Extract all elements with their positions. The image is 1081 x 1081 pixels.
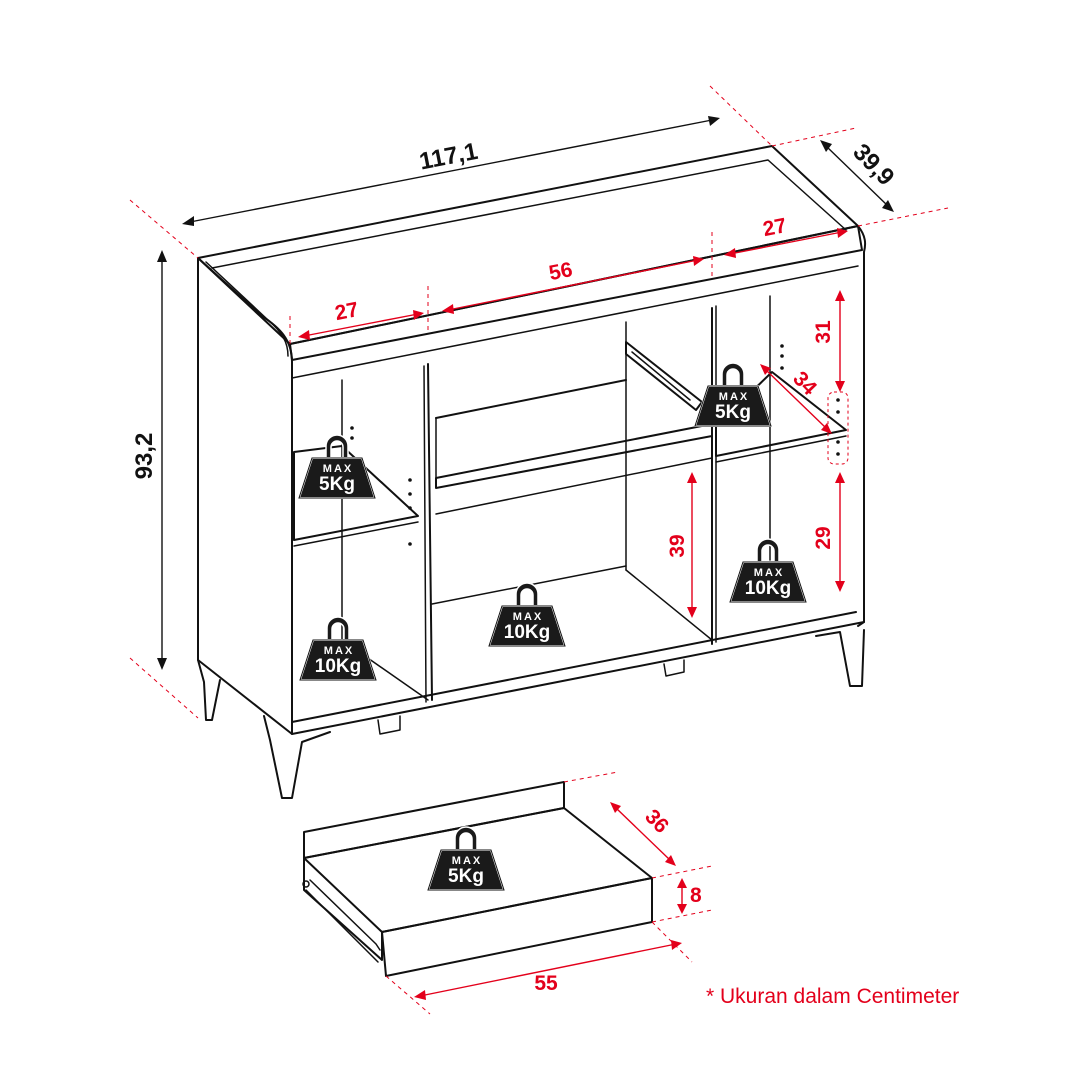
dimension-drawer-depth: 36 xyxy=(610,802,676,866)
dim-right-lower-label: 29 xyxy=(812,526,835,549)
dimension-left-width: 27 xyxy=(298,298,424,340)
dim-right-upper-label: 31 xyxy=(812,320,835,344)
dimension-overall-height: 93,2 xyxy=(131,250,167,670)
dim-height-label: 93,2 xyxy=(131,433,158,480)
weight-max-label: MAX xyxy=(324,645,354,657)
weight-icon-drawer: MAX 5Kg xyxy=(427,826,505,891)
weight-max-label: MAX xyxy=(754,567,784,579)
units-note: * Ukuran dalam Centimeter xyxy=(706,985,960,1008)
dim-middle-width-label: 56 xyxy=(547,258,574,285)
dim-drawer-width-label: 55 xyxy=(534,972,558,995)
weight-icon-shelf-right: MAX 5Kg xyxy=(694,362,772,427)
weight-max-label: MAX xyxy=(323,463,353,475)
dimension-drawer-width: 55 xyxy=(414,940,682,1000)
dim-drawer-depth-label: 36 xyxy=(640,805,673,838)
weight-value-label: 10Kg xyxy=(504,622,550,643)
extension-lines xyxy=(129,85,949,1015)
weight-value-label: 5Kg xyxy=(319,474,355,495)
weight-icon-bottom-middle: MAX 10Kg xyxy=(488,582,566,647)
weight-value-label: 10Kg xyxy=(315,656,361,677)
weight-icon-bottom-right: MAX 10Kg xyxy=(729,538,807,603)
weight-max-label: MAX xyxy=(452,855,482,867)
dimension-right-lower-height: 29 xyxy=(812,472,845,592)
dimension-middle-lower-height: 39 xyxy=(666,472,697,618)
dimension-middle-width: 56 xyxy=(442,256,704,314)
dim-right-width-label: 27 xyxy=(761,214,788,241)
sideboard-cabinet xyxy=(197,145,867,799)
dimension-right-upper-height: 31 xyxy=(812,290,845,392)
weight-max-label: MAX xyxy=(719,391,749,403)
weight-icon-shelf-left: MAX 5Kg xyxy=(298,434,376,499)
weight-value-label: 5Kg xyxy=(715,402,751,423)
dimension-drawer-height: 8 xyxy=(677,878,702,914)
dim-drawer-height-label: 8 xyxy=(690,884,702,907)
dim-width-label: 117,1 xyxy=(417,138,480,176)
dim-shelf-depth-label: 34 xyxy=(788,367,821,400)
dim-left-width-label: 27 xyxy=(333,298,360,325)
weight-icon-bottom-left: MAX 10Kg xyxy=(299,616,377,681)
weight-value-label: 10Kg xyxy=(745,578,791,599)
dim-middle-lower-label: 39 xyxy=(666,534,689,557)
weight-max-label: MAX xyxy=(513,611,543,623)
weight-value-label: 5Kg xyxy=(448,866,484,887)
dim-depth-label: 39,9 xyxy=(847,139,899,191)
dimension-right-width: 27 xyxy=(724,214,848,258)
